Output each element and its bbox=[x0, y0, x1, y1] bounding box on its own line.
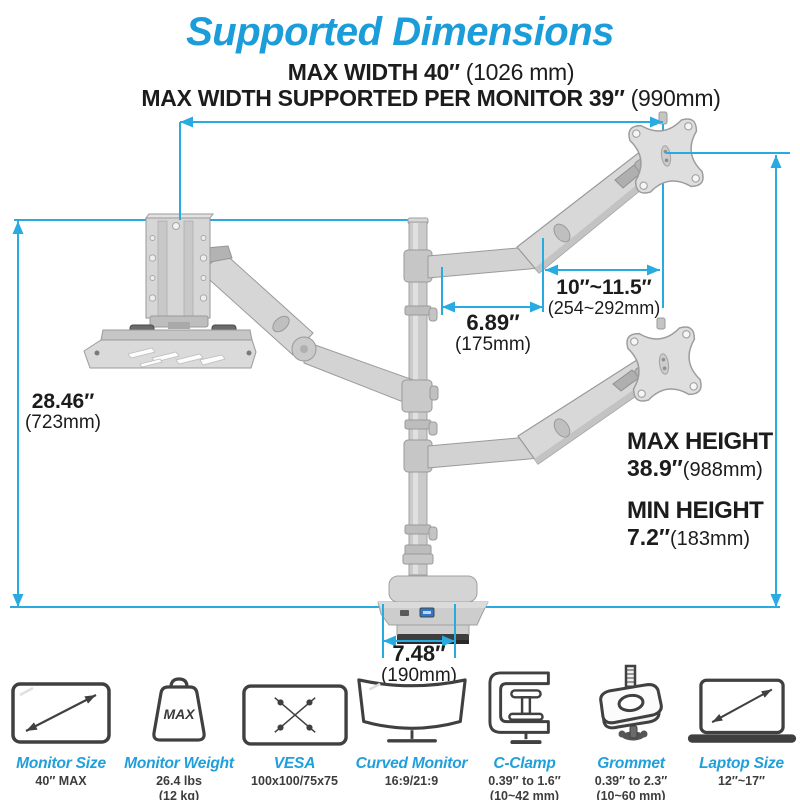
feature-label: C-Clamp bbox=[493, 755, 556, 772]
feature-line: 0.39″ to 2.3″ bbox=[594, 774, 668, 788]
arm-outer-value: 10″~11.5″ bbox=[556, 276, 652, 299]
arm-inner-metric: (175mm) bbox=[454, 334, 531, 355]
lower-monitor-arm bbox=[403, 317, 703, 473]
feature-monitor-weight: MAX Monitor Weight 26.4 lbs (12 kg) bbox=[122, 674, 236, 800]
feature-line: 0.39″ to 1.6″ bbox=[488, 774, 561, 788]
max-width-per-monitor-line: MAX WIDTH SUPPORTED PER MONITOR 39″ (990… bbox=[0, 85, 800, 112]
feature-label: Monitor Size bbox=[16, 755, 106, 772]
max-width-per-monitor-metric: (990mm) bbox=[624, 85, 721, 111]
feature-label: Curved Monitor bbox=[355, 755, 468, 772]
max-width-line: MAX WIDTH 40″ (1026 mm) bbox=[0, 59, 800, 86]
max-width-value: MAX WIDTH 40″ bbox=[287, 59, 460, 85]
feature-line: (10~42 mm) bbox=[489, 789, 560, 800]
max-height-label: MAX HEIGHT bbox=[627, 428, 773, 455]
left-height-metric: (723mm) bbox=[24, 412, 101, 433]
feature-line: 26.4 lbs bbox=[156, 774, 202, 788]
monitor-size-icon bbox=[11, 682, 111, 744]
feature-laptop-size: Laptop Size 12″~17″ bbox=[683, 674, 800, 788]
dimension-left-height: 28.46″ (723mm) bbox=[12, 391, 114, 435]
left-height-value: 28.46″ bbox=[31, 390, 95, 413]
feature-label: Laptop Size bbox=[699, 755, 784, 772]
min-height-label: MIN HEIGHT bbox=[627, 497, 764, 524]
laptop-size-icon bbox=[687, 678, 796, 743]
feature-label: Monitor Weight bbox=[124, 755, 234, 772]
tray-back-lip bbox=[100, 329, 253, 341]
arm-outer-metric: (254~292mm) bbox=[547, 298, 661, 318]
vesa-icon bbox=[241, 684, 348, 746]
max-width-metric: (1026 mm) bbox=[459, 59, 575, 85]
arm-inner-value: 6.89″ bbox=[466, 310, 520, 335]
tray-vents bbox=[127, 347, 226, 368]
feature-curved-monitor: Curved Monitor 16:9/21:9 bbox=[353, 674, 470, 788]
c-clamp-icon bbox=[487, 671, 550, 745]
feature-line: 100x100/75x75 bbox=[251, 774, 338, 788]
feature-label: VESA bbox=[273, 755, 316, 772]
dimension-lines-over bbox=[12, 116, 790, 658]
port bbox=[400, 610, 409, 616]
base-cap bbox=[388, 575, 478, 603]
min-height-metric: (183mm) bbox=[670, 528, 751, 550]
dimension-heights: MAX HEIGHT 38.9″(988mm) MIN HEIGHT 7.2″(… bbox=[627, 428, 800, 554]
clamp-arm bbox=[396, 624, 470, 636]
dimension-arm-outer: 10″~11.5″ (254~292mm) bbox=[533, 277, 675, 320]
base-width-metric: (190mm) bbox=[380, 665, 457, 686]
grommet-icon bbox=[599, 664, 663, 741]
feature-line: 12″~17″ bbox=[717, 774, 766, 788]
feature-label: Grommet bbox=[597, 755, 665, 772]
weight-max-text: MAX bbox=[163, 706, 196, 722]
dimension-base-width: 7.48″ (190mm) bbox=[359, 643, 479, 688]
laptop-tray-assembly bbox=[83, 213, 439, 413]
vesa-plate-top bbox=[627, 117, 705, 195]
min-height-value: 7.2″ bbox=[627, 524, 670, 550]
bracket-plate bbox=[145, 217, 211, 319]
desk-clamp-base bbox=[377, 544, 489, 644]
page-title: Supported Dimensions bbox=[186, 10, 614, 54]
feature-monitor-size: Monitor Size 40″ MAX bbox=[0, 674, 122, 788]
vesa-plate-lower bbox=[625, 325, 703, 403]
top-monitor-arm bbox=[403, 111, 705, 283]
feature-row: Monitor Size 40″ MAX MAX Monitor Weight … bbox=[0, 664, 800, 800]
max-width-per-monitor-value: MAX WIDTH SUPPORTED PER MONITOR 39″ bbox=[141, 85, 625, 111]
curved-monitor-icon bbox=[356, 678, 467, 743]
feature-line: (12 kg) bbox=[158, 789, 200, 800]
feature-vesa: VESA 100x100/75x75 bbox=[236, 674, 353, 788]
feature-grommet: Grommet 0.39″ to 2.3″ (10~60 mm) bbox=[579, 664, 683, 800]
feature-line: (10~60 mm) bbox=[596, 789, 666, 800]
dimension-arm-inner: 6.89″ (175mm) bbox=[433, 312, 553, 357]
max-height-metric: (988mm) bbox=[682, 459, 763, 481]
base-width-value: 7.48″ bbox=[392, 641, 446, 666]
feature-c-clamp: C-Clamp 0.39″ to 1.6″ (10~42 mm) bbox=[470, 671, 579, 800]
feature-line: 40″ MAX bbox=[35, 774, 87, 788]
feature-line: 16:9/21:9 bbox=[384, 774, 439, 788]
max-height-value: 38.9″ bbox=[627, 455, 683, 481]
monitor-weight-icon: MAX bbox=[152, 677, 206, 742]
